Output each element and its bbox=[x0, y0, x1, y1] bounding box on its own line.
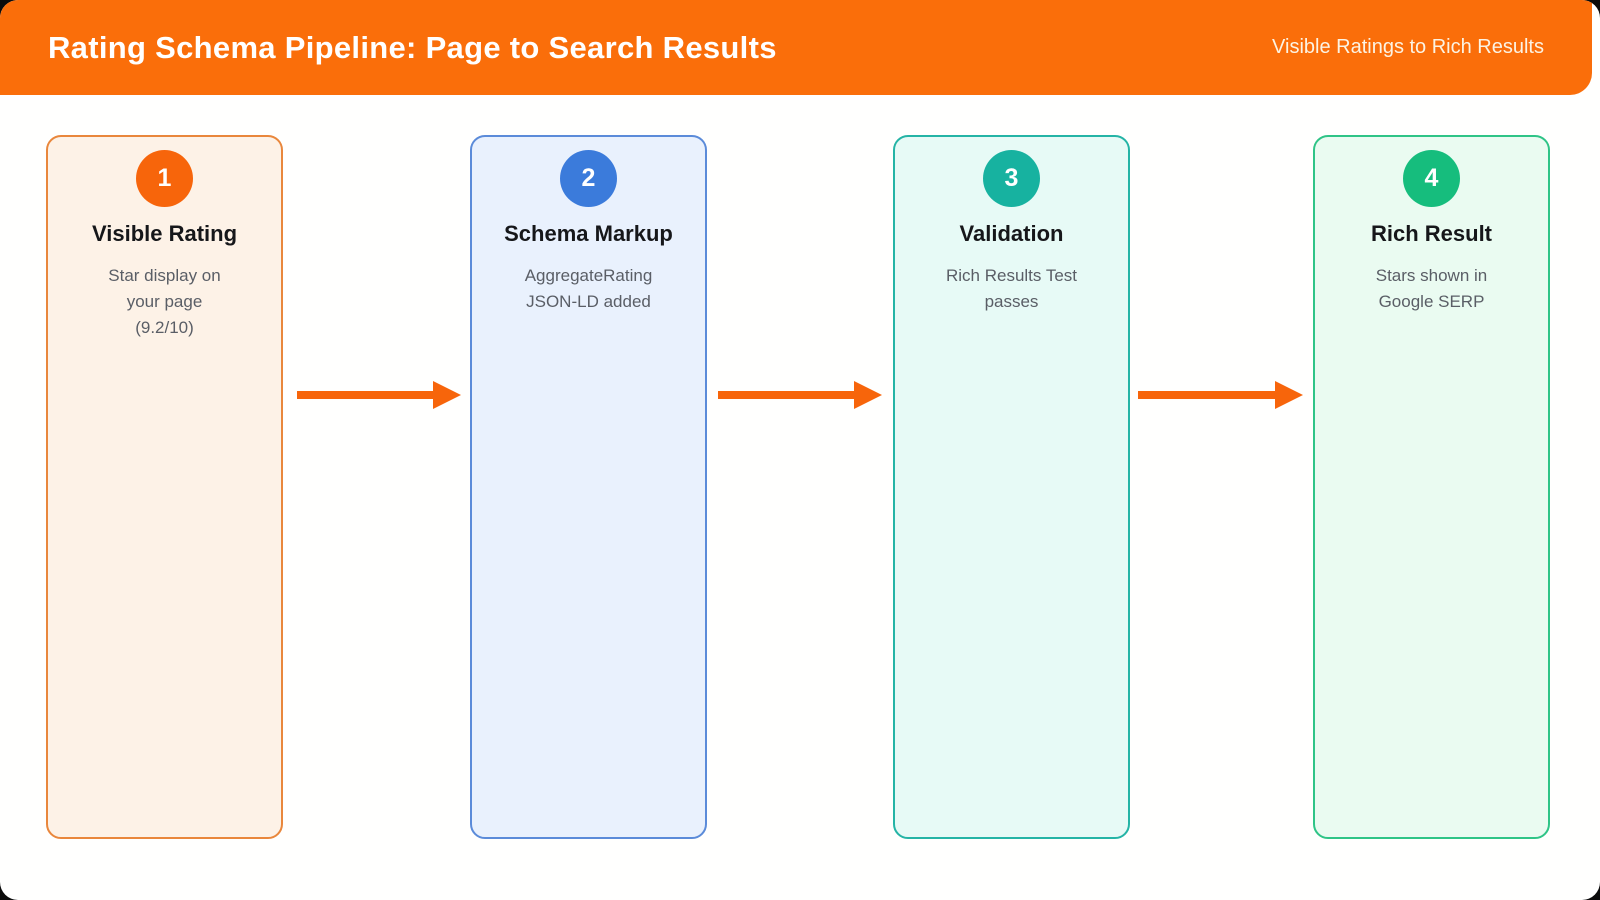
step-card-visible-rating: 1 Visible Rating Star display on your pa… bbox=[46, 135, 283, 839]
step-number-badge: 1 bbox=[136, 150, 193, 207]
step-description: Rich Results Test passes bbox=[945, 266, 1077, 311]
arrow-head-icon bbox=[854, 381, 882, 409]
step-title: Visible Rating bbox=[91, 221, 238, 246]
step-card-rich-result: 4 Rich Result Stars shown in Google SERP bbox=[1313, 135, 1550, 839]
arrow-shaft bbox=[297, 391, 435, 399]
arrow-head-icon bbox=[1275, 381, 1303, 409]
flow-arrow-2 bbox=[718, 381, 882, 409]
step-card-validation: 3 Validation Rich Results Test passes bbox=[893, 135, 1130, 839]
arrow-shaft bbox=[1138, 391, 1277, 399]
step-title: Validation bbox=[959, 221, 1064, 246]
header-subtitle: Visible Ratings to Rich Results bbox=[1272, 36, 1544, 58]
step-number-badge: 2 bbox=[560, 150, 617, 207]
flow-arrow-3 bbox=[1138, 381, 1303, 409]
flow-arrow-1 bbox=[297, 381, 461, 409]
step-number-badge: 3 bbox=[983, 150, 1040, 207]
step-number-badge: 4 bbox=[1403, 150, 1460, 207]
arrow-head-icon bbox=[433, 381, 461, 409]
header-bar: Rating Schema Pipeline: Page to Search R… bbox=[0, 0, 1592, 95]
arrow-shaft bbox=[718, 391, 856, 399]
step-card-schema-markup: 2 Schema Markup AggregateRating JSON-LD … bbox=[470, 135, 707, 839]
step-description: AggregateRating JSON-LD added bbox=[524, 266, 653, 311]
step-description: Stars shown in Google SERP bbox=[1375, 266, 1488, 311]
page-title: Rating Schema Pipeline: Page to Search R… bbox=[48, 29, 777, 65]
step-title: Rich Result bbox=[1370, 221, 1493, 246]
step-title: Schema Markup bbox=[504, 221, 673, 246]
step-description: Star display on your page (9.2/10) bbox=[108, 266, 221, 337]
